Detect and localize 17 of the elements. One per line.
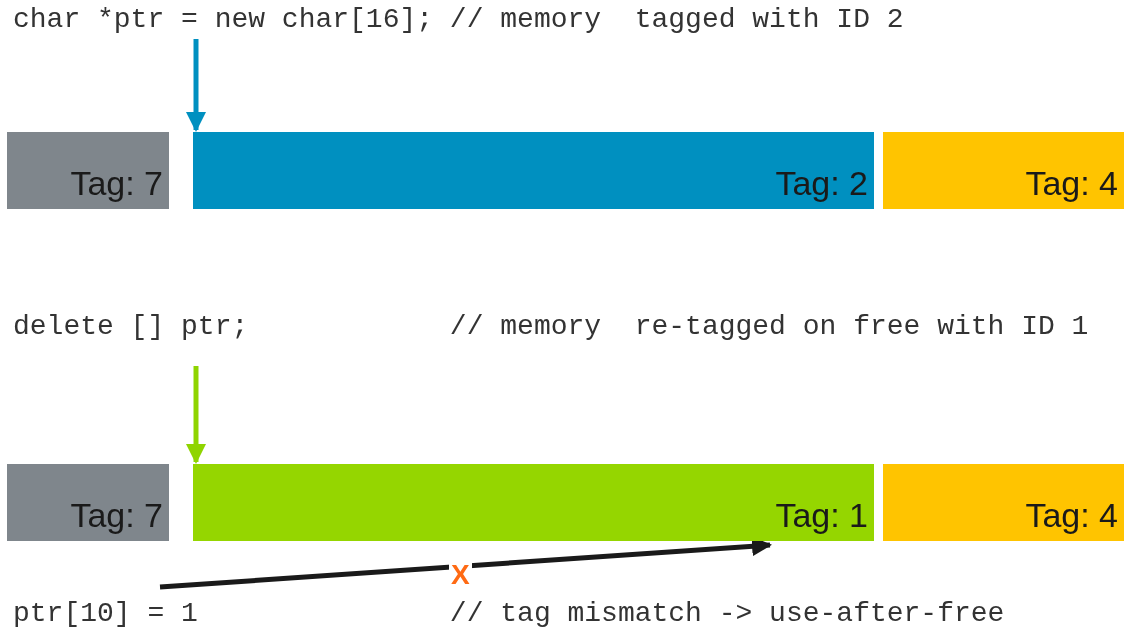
- tag-label: Tag: 7: [70, 495, 163, 535]
- memory-block: [883, 464, 1124, 541]
- arrow: [186, 366, 206, 464]
- tag-label: Tag: 2: [775, 163, 868, 203]
- memory-block: [883, 132, 1124, 209]
- code-line: ptr[10] = 1 // tag mismatch -> use-after-free: [13, 599, 1005, 629]
- tag-label: Tag: 4: [1025, 495, 1118, 535]
- memory-block: [193, 464, 874, 541]
- arrow: [186, 39, 206, 132]
- tag-label: Tag: 1: [775, 495, 868, 535]
- code-line: char *ptr = new char[16]; // memory tagged with ID 2: [13, 5, 904, 35]
- tag-label: Tag: 7: [70, 163, 163, 203]
- tag-label: Tag: 4: [1025, 163, 1118, 203]
- memory-block: [7, 464, 169, 541]
- code-line: delete [] ptr; // memory re-tagged on free with ID 1: [13, 312, 1089, 342]
- memory-block: [193, 132, 874, 209]
- memory-block: [7, 132, 169, 209]
